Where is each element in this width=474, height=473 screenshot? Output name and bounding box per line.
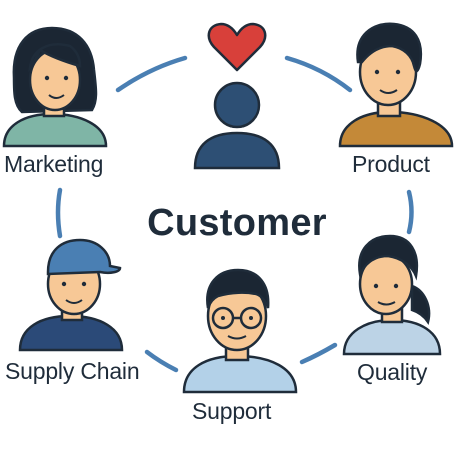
quality-person-avatar — [342, 234, 442, 356]
heart-icon — [207, 22, 267, 72]
connector-product-quality — [406, 189, 414, 235]
support-person-avatar — [182, 268, 298, 394]
customer-center-label: Customer — [147, 202, 327, 244]
customer-person-icon — [193, 81, 281, 170]
product-label: Product — [352, 151, 430, 177]
support-label: Support — [192, 398, 272, 424]
connector-support-supply — [144, 349, 179, 373]
connector-quality-support — [299, 342, 338, 365]
connector-marketing-customer — [115, 55, 188, 93]
supply-chain-label: Supply Chain — [5, 358, 140, 384]
quality-label: Quality — [357, 359, 428, 385]
product-person-avatar — [338, 22, 454, 148]
connector-supply-marketing — [55, 187, 63, 239]
connector-customer-product — [284, 55, 353, 93]
marketing-person-avatar — [2, 26, 108, 148]
supply-chain-person-avatar — [18, 238, 124, 352]
marketing-label: Marketing — [4, 151, 104, 177]
